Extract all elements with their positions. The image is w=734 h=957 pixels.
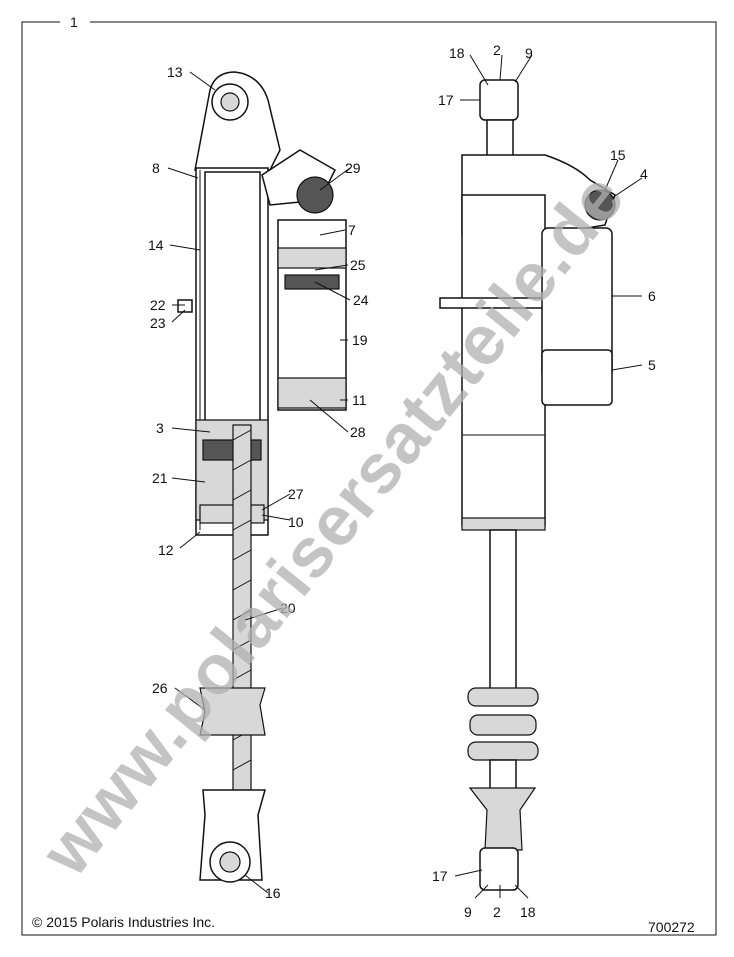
callout-20: 20 <box>280 600 296 616</box>
callout-24: 24 <box>353 292 369 308</box>
callout-9-bottom: 9 <box>464 904 472 920</box>
callout-14: 14 <box>148 237 164 253</box>
frame-label: 1 <box>70 14 78 30</box>
callout-7: 7 <box>348 222 356 238</box>
callout-13: 13 <box>167 64 183 80</box>
callout-2-bottom: 2 <box>493 904 501 920</box>
diagram-number: 700272 <box>648 919 695 935</box>
callout-21: 21 <box>152 470 168 486</box>
callout-3: 3 <box>156 420 164 436</box>
left-shock-cutaway <box>177 71 347 883</box>
callout-10: 10 <box>288 514 304 530</box>
callout-15: 15 <box>610 147 626 163</box>
callout-29: 29 <box>345 160 361 176</box>
frame-border <box>21 21 717 936</box>
callout-22: 22 <box>150 297 166 313</box>
callout-17-top: 17 <box>438 92 454 108</box>
leader-lines <box>167 54 643 899</box>
callout-18-bottom: 18 <box>520 904 536 920</box>
copyright: © 2015 Polaris Industries Inc. <box>32 914 215 930</box>
callout-11: 11 <box>352 392 367 408</box>
callout-16: 16 <box>265 885 281 901</box>
callout-4: 4 <box>640 166 648 182</box>
right-shock-exterior <box>439 79 616 891</box>
callout-5: 5 <box>648 357 656 373</box>
callout-23: 23 <box>150 315 166 331</box>
callout-2-top: 2 <box>493 42 501 58</box>
callout-26: 26 <box>152 680 168 696</box>
callout-6: 6 <box>648 288 656 304</box>
callout-19: 19 <box>352 332 368 348</box>
callout-8: 8 <box>152 160 160 176</box>
callout-27: 27 <box>288 486 304 502</box>
callout-28: 28 <box>350 424 366 440</box>
callout-17-bottom: 17 <box>432 868 448 884</box>
callout-25: 25 <box>350 257 366 273</box>
callout-9-top: 9 <box>525 45 533 61</box>
callout-12: 12 <box>158 542 174 558</box>
callout-18-top: 18 <box>449 45 465 61</box>
